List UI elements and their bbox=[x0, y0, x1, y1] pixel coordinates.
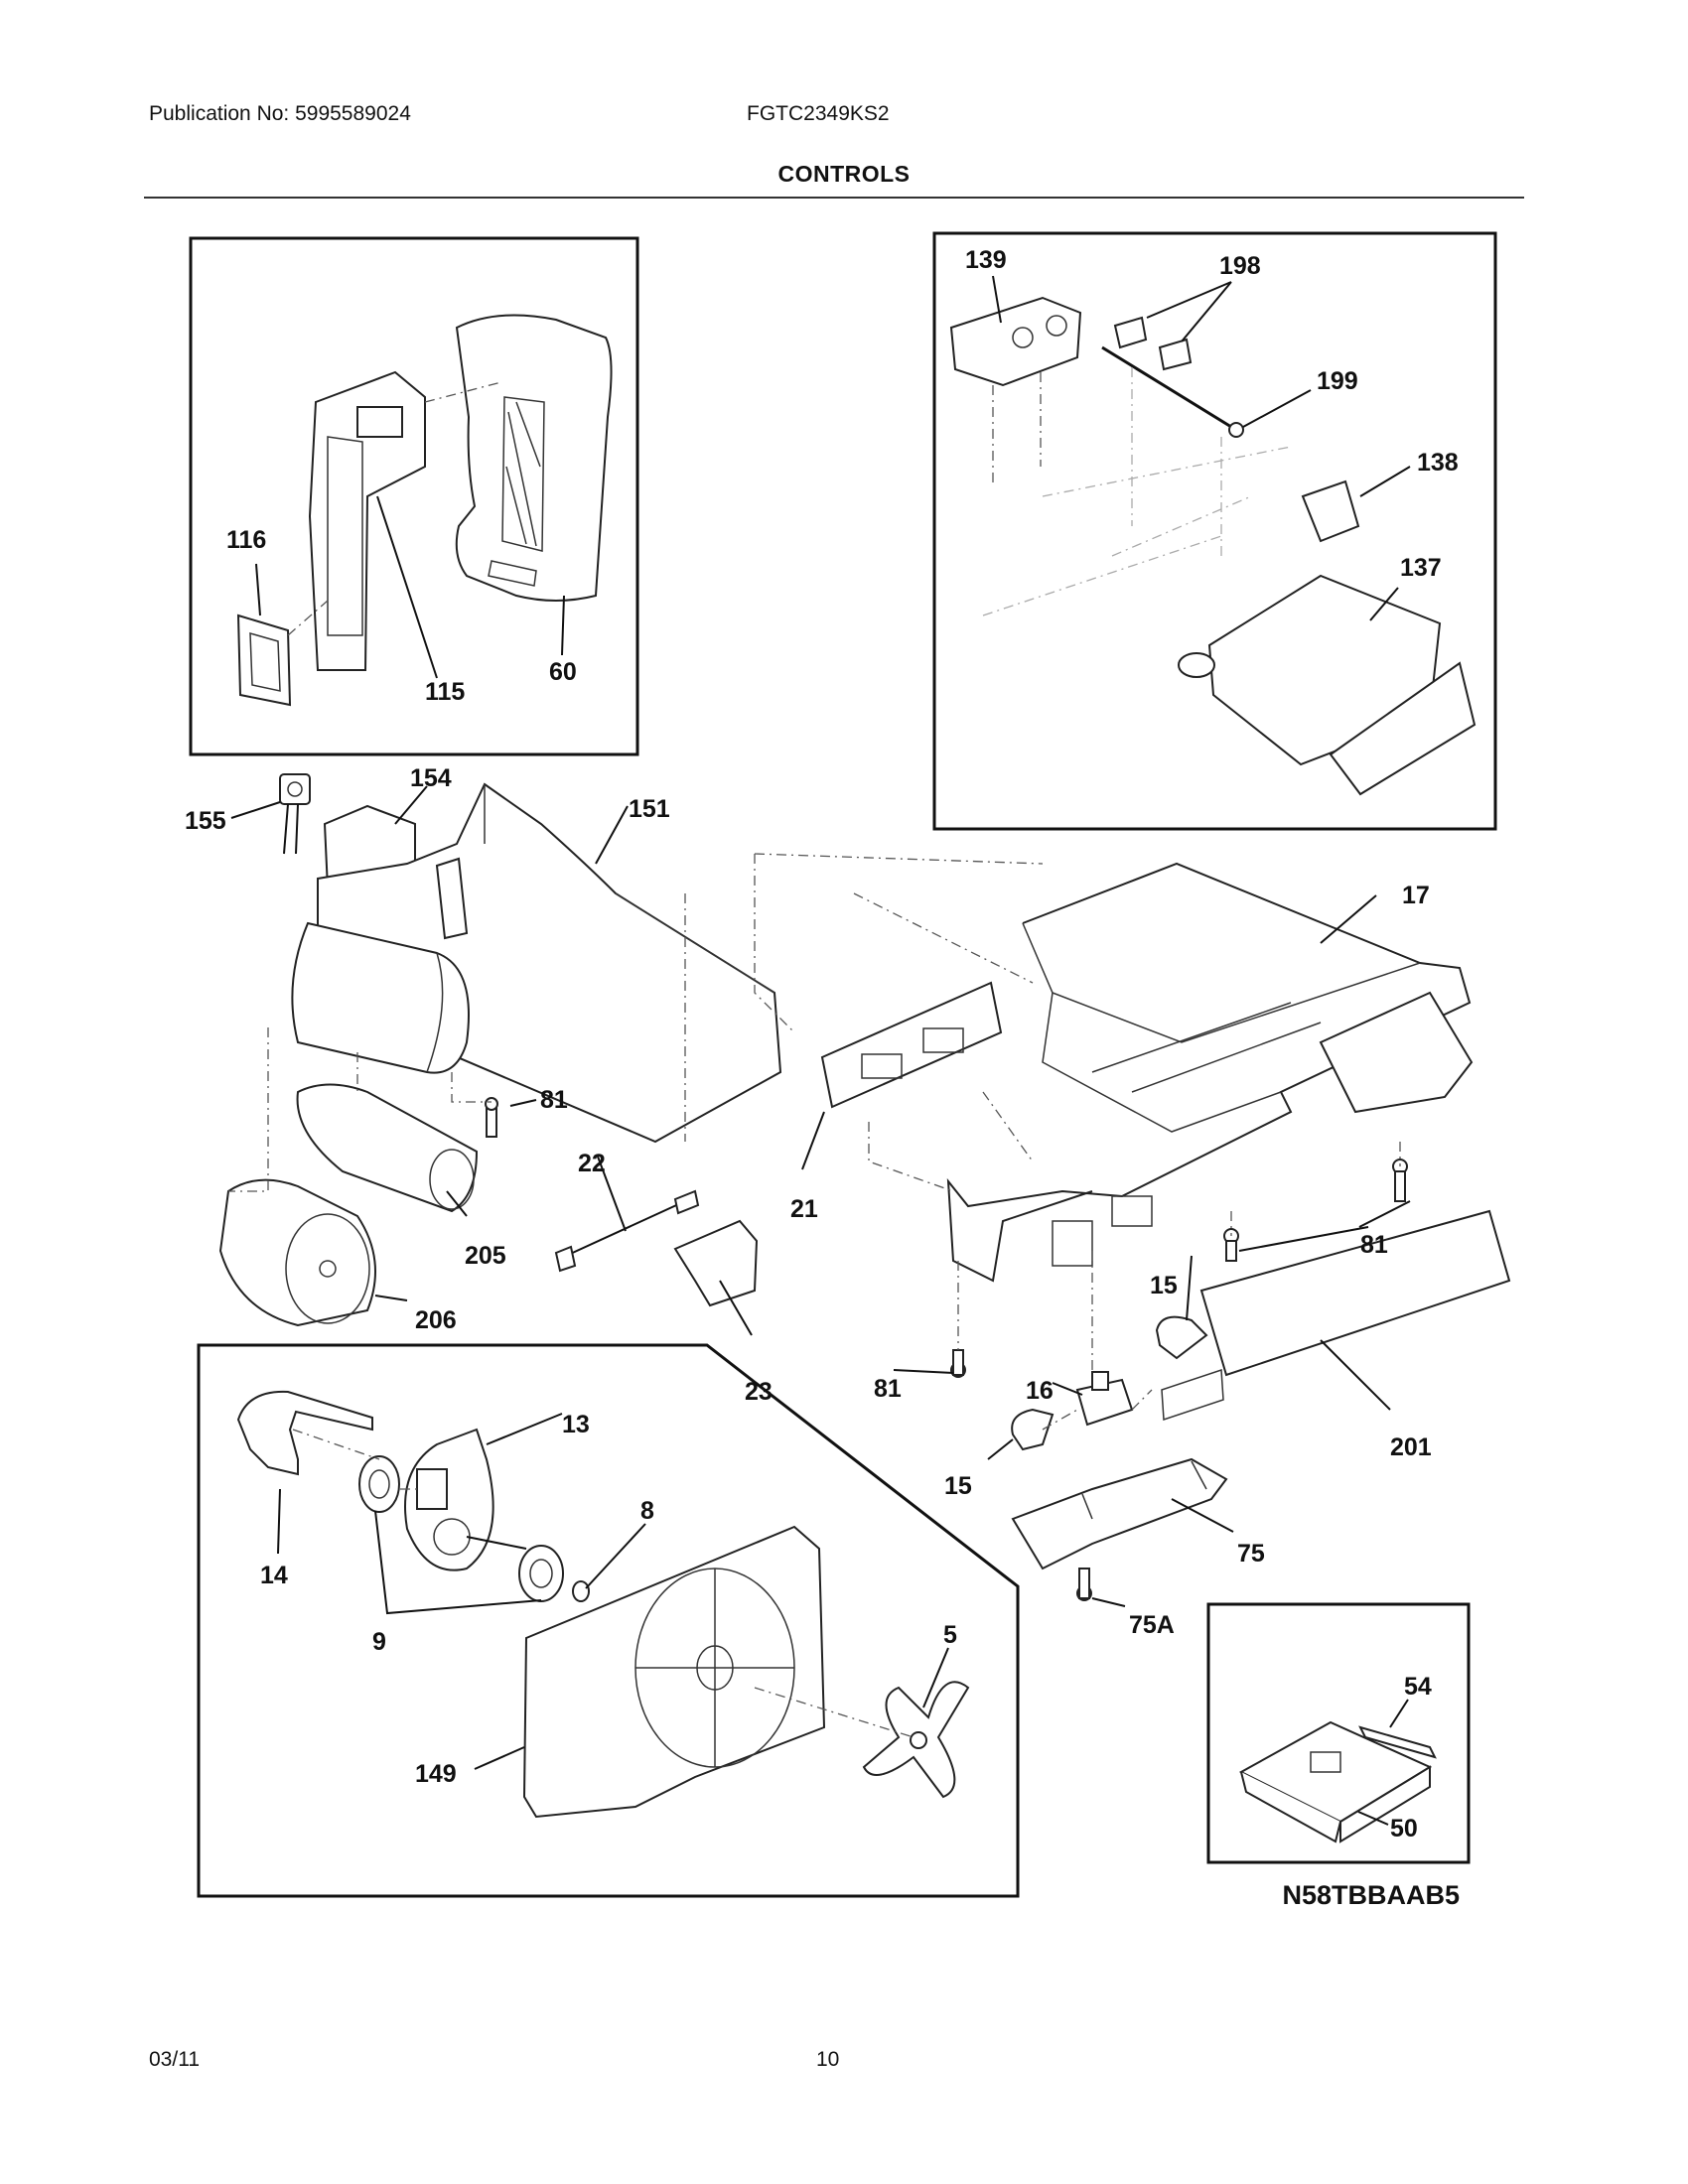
callout-15-b: 15 bbox=[944, 1472, 972, 1500]
callout-75: 75 bbox=[1237, 1540, 1265, 1568]
callout-50: 50 bbox=[1390, 1815, 1418, 1843]
section-title: CONTROLS bbox=[777, 161, 911, 187]
callout-16: 16 bbox=[1026, 1377, 1054, 1405]
callout-139: 139 bbox=[965, 246, 1007, 274]
callout-23: 23 bbox=[745, 1378, 773, 1406]
part-155-connector bbox=[279, 773, 311, 855]
callout-206: 206 bbox=[415, 1306, 457, 1334]
part-60-housing bbox=[455, 314, 613, 602]
publication-number: Publication No: 5995589024 bbox=[149, 102, 411, 125]
part-15-bulb-a bbox=[1155, 1315, 1208, 1360]
part-50-board-tray bbox=[1238, 1720, 1433, 1843]
part-9-wheels bbox=[358, 1455, 564, 1602]
part-198-clips bbox=[1113, 316, 1193, 371]
callout-81-b: 81 bbox=[1360, 1231, 1388, 1259]
callout-21: 21 bbox=[790, 1195, 818, 1223]
part-17-control-housing bbox=[946, 862, 1474, 1283]
part-81-screw-d bbox=[950, 1349, 966, 1378]
faded-background-lines bbox=[982, 367, 1292, 616]
callout-13: 13 bbox=[562, 1411, 590, 1438]
part-13-motor bbox=[404, 1428, 527, 1571]
callout-22: 22 bbox=[578, 1150, 606, 1177]
callout-138: 138 bbox=[1417, 449, 1459, 477]
part-23-cover bbox=[673, 1219, 759, 1307]
part-75-lens bbox=[1011, 1457, 1228, 1570]
callout-54: 54 bbox=[1404, 1673, 1432, 1701]
part-54-strip bbox=[1358, 1725, 1437, 1759]
callout-75A: 75A bbox=[1129, 1611, 1175, 1639]
callout-205: 205 bbox=[465, 1242, 506, 1270]
inset-frame-top-right bbox=[932, 231, 1497, 831]
part-206-fan-wheel bbox=[218, 1178, 376, 1327]
callout-17: 17 bbox=[1402, 882, 1430, 909]
part-139-valve bbox=[949, 296, 1082, 486]
part-8-washer bbox=[572, 1580, 590, 1602]
callout-116: 116 bbox=[226, 526, 266, 554]
part-75A-screw bbox=[1076, 1568, 1092, 1601]
part-81-screw-a bbox=[485, 1097, 498, 1138]
diagram-code: N58TBBAAB5 bbox=[1282, 1880, 1460, 1910]
part-205-shroud bbox=[296, 1083, 479, 1213]
callout-149: 149 bbox=[415, 1760, 457, 1788]
part-201-overlay bbox=[1161, 1209, 1511, 1422]
callout-137: 137 bbox=[1400, 554, 1442, 582]
inset-frame-top-left bbox=[189, 236, 639, 756]
callout-201: 201 bbox=[1390, 1433, 1432, 1461]
callout-81-c: 81 bbox=[874, 1375, 902, 1403]
part-149-fan-shroud bbox=[522, 1525, 826, 1819]
callout-15-a: 15 bbox=[1150, 1272, 1178, 1299]
header-rule bbox=[144, 197, 1524, 199]
part-15-bulb-b bbox=[1011, 1408, 1055, 1451]
callout-151: 151 bbox=[629, 795, 670, 823]
callout-115: 115 bbox=[425, 678, 465, 706]
part-116-gasket bbox=[236, 614, 292, 707]
callout-155: 155 bbox=[185, 807, 226, 835]
part-21-display-board bbox=[820, 981, 1003, 1109]
inset-frame-bottom-left bbox=[197, 1343, 1020, 1898]
part-14-bracket bbox=[236, 1390, 373, 1476]
callout-81-a: 81 bbox=[540, 1086, 568, 1114]
page-number: 10 bbox=[816, 2048, 840, 2071]
part-199-tube bbox=[1101, 345, 1244, 438]
footer-date: 03/11 bbox=[149, 2048, 200, 2071]
model-number: FGTC2349KS2 bbox=[747, 102, 890, 125]
callout-9: 9 bbox=[372, 1628, 386, 1656]
callout-5: 5 bbox=[943, 1621, 957, 1649]
part-138-bracket bbox=[1301, 479, 1360, 543]
part-151-thermistor bbox=[435, 857, 469, 940]
callout-198: 198 bbox=[1219, 252, 1261, 280]
part-16-socket bbox=[1075, 1371, 1134, 1427]
callout-199: 199 bbox=[1317, 367, 1358, 395]
part-115-damper bbox=[308, 370, 426, 671]
callout-60: 60 bbox=[549, 658, 577, 686]
callout-154: 154 bbox=[410, 764, 452, 792]
part-137-dispenser-panel bbox=[1178, 574, 1477, 796]
part-22-sensor bbox=[554, 1189, 700, 1273]
part-151-roller-duct bbox=[291, 921, 470, 1074]
inset-frame-bottom-right bbox=[1206, 1602, 1471, 1864]
part-5-fan-blade bbox=[862, 1681, 970, 1799]
callout-14: 14 bbox=[260, 1562, 288, 1589]
callout-8: 8 bbox=[640, 1497, 654, 1525]
